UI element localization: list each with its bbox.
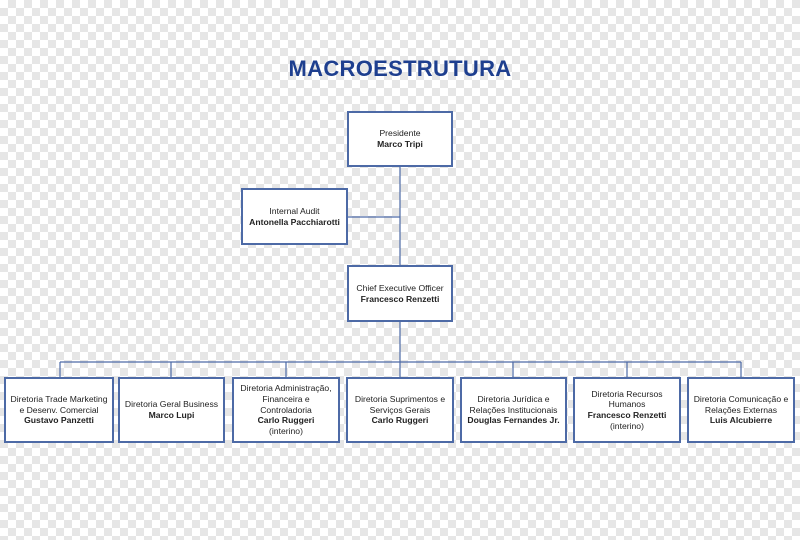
node-diretoria-comunicacao: Diretoria Comunicação e Relações Externa…: [687, 377, 795, 443]
node-person: Gustavo Panzetti: [24, 415, 94, 426]
node-diretoria-suprimentos: Diretoria Suprimentos e Serviços Gerais …: [346, 377, 454, 443]
node-note: (interino): [610, 420, 644, 431]
node-role: Diretoria Suprimentos e Serviços Gerais: [354, 393, 446, 415]
node-person: Carlo Ruggeri: [371, 415, 429, 426]
node-person: Douglas Fernandes Jr.: [467, 415, 560, 426]
node-diretoria-rh: Diretoria Recursos Humanos Francesco Ren…: [573, 377, 681, 443]
node-diretoria-business: Diretoria Geral Business Marco Lupi: [118, 377, 225, 443]
node-role: Diretoria Recursos Humanos: [591, 388, 663, 410]
node-person: Luis Alcubierre: [709, 415, 773, 426]
node-role: Chief Executive Officer: [356, 282, 444, 293]
node-ceo: Chief Executive Officer Francesco Renzet…: [347, 265, 453, 322]
node-person: Marco Tripi: [377, 139, 423, 149]
node-person: Francesco Renzetti: [360, 293, 440, 304]
node-role: Diretoria Comunicação e Relações Externa…: [693, 393, 789, 415]
node-person: Antonella Pacchiarotti: [249, 216, 340, 227]
node-role: Internal Audit: [269, 205, 320, 216]
node-internal-audit: Internal Audit Antonella Pacchiarotti: [241, 188, 348, 245]
node-diretoria-admin: Diretoria Administração, Financeira e Co…: [232, 377, 340, 443]
node-diretoria-juridica: Diretoria Jurídica e Relações Institucio…: [460, 377, 567, 443]
node-role: Diretoria Administração, Financeira e Co…: [240, 383, 332, 415]
node-role: Diretoria Jurídica e Relações Institucio…: [469, 393, 558, 415]
node-role: Diretoria Trade Marketing e Desenv. Come…: [10, 393, 108, 415]
node-person: Francesco Renzetti: [587, 410, 667, 420]
node-note: (interino): [269, 426, 303, 437]
node-diretoria-trade: Diretoria Trade Marketing e Desenv. Come…: [4, 377, 114, 443]
node-person: Carlo Ruggeri: [257, 415, 315, 426]
node-role: Presidente: [379, 128, 421, 139]
node-role: Diretoria Geral Business: [124, 399, 219, 410]
node-person: Marco Lupi: [148, 410, 195, 420]
page-title: MACROESTRUTURA: [288, 56, 512, 81]
node-presidente: Presidente Marco Tripi: [347, 111, 453, 167]
